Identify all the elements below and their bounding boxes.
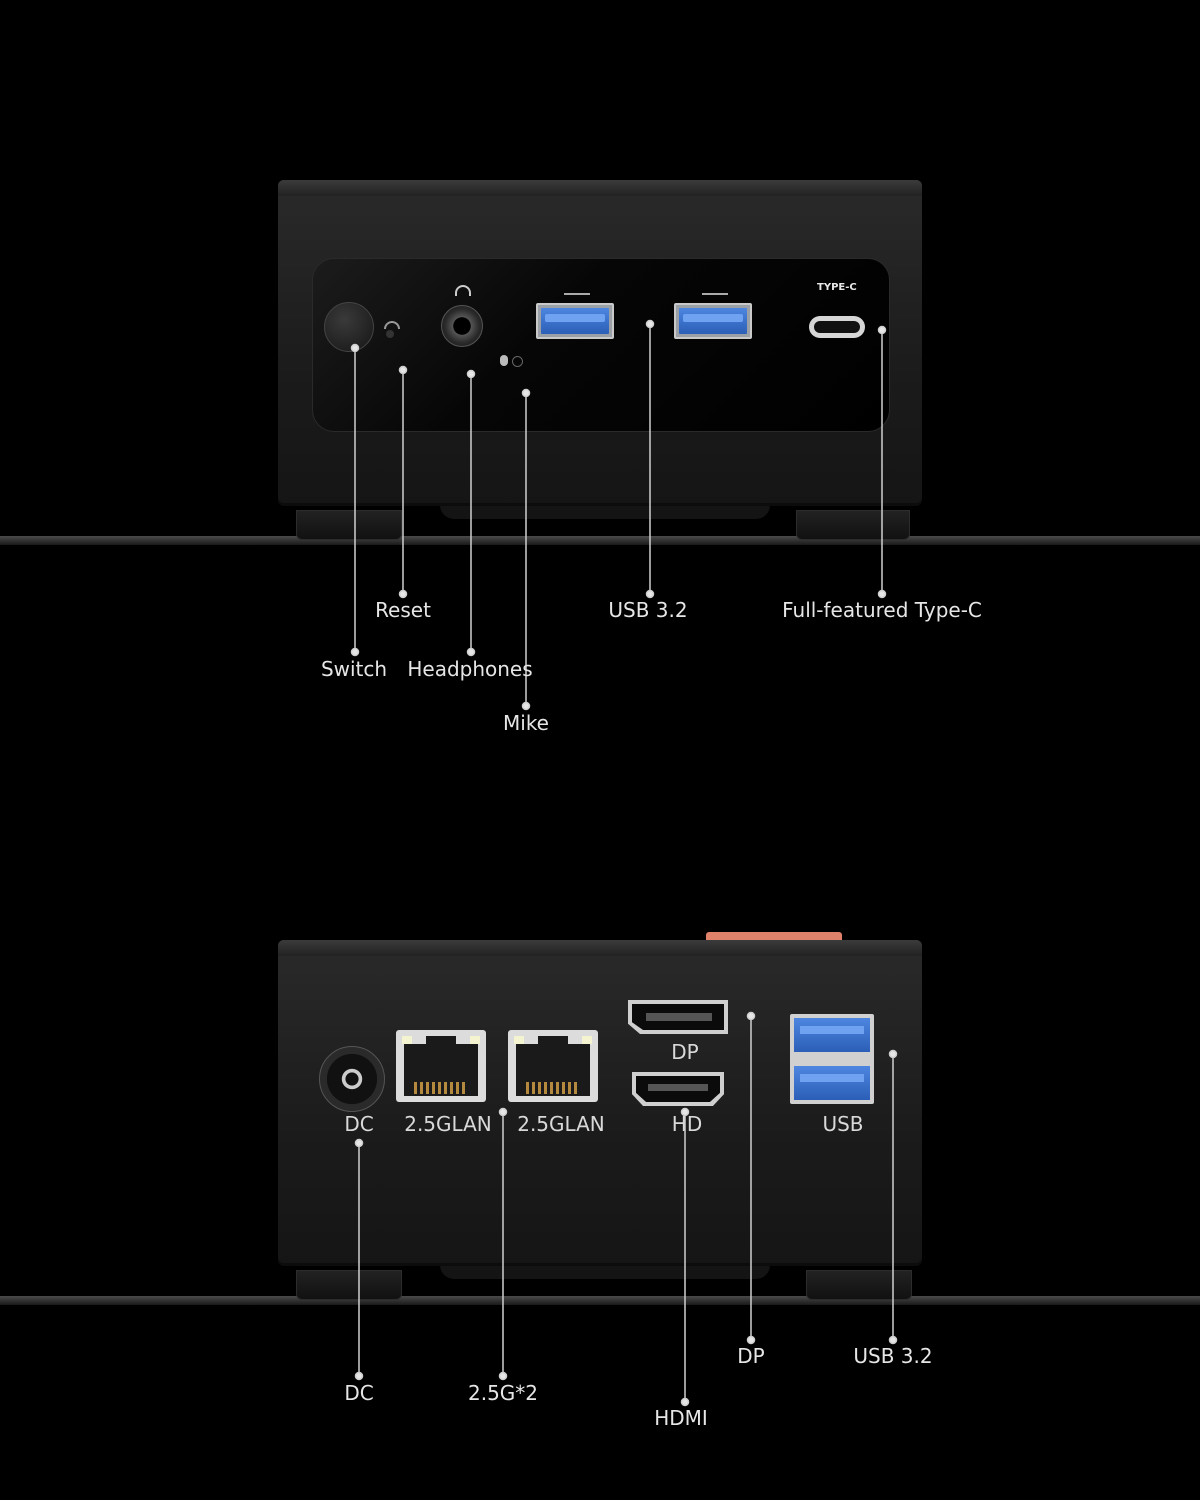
- usb32-rear-callout: USB 3.2: [853, 1344, 933, 1368]
- lan-callout: 2.5G*2: [467, 1381, 539, 1405]
- mike-callout: Mike: [503, 711, 549, 735]
- power-button[interactable]: [324, 302, 374, 352]
- mic-pinhole[interactable]: [512, 356, 523, 367]
- rear-right-foot: [806, 1270, 912, 1300]
- rear-usb-port-2[interactable]: [794, 1066, 870, 1100]
- mic-icon: [500, 355, 508, 366]
- headphone-jack[interactable]: [441, 305, 483, 347]
- front-shelf-line: [0, 536, 1200, 545]
- front-usb-port-1[interactable]: [536, 303, 614, 339]
- ss-usb-logo-icon: [702, 287, 728, 295]
- rear-dp-port-label: DP: [671, 1040, 699, 1064]
- typec-callout: Full-featured Type-C: [782, 598, 982, 622]
- rear-usb-stack: [790, 1014, 874, 1104]
- front-left-foot: [296, 510, 402, 540]
- headphones-callout: Headphones: [407, 657, 533, 681]
- rear-usb-port-label: USB: [822, 1112, 864, 1136]
- front-glass-panel: [312, 258, 890, 432]
- displayport-contacts: [646, 1013, 712, 1021]
- headphones-icon: [455, 285, 471, 296]
- front-usb-port-2[interactable]: [674, 303, 752, 339]
- front-fan-vent: [440, 505, 770, 519]
- reset-pinhole[interactable]: [386, 330, 394, 338]
- lan-port-1[interactable]: [396, 1030, 486, 1102]
- dc-power-jack[interactable]: [319, 1046, 385, 1112]
- front-device-top-edge: [278, 180, 922, 196]
- lan-port-2[interactable]: [508, 1030, 598, 1102]
- hdmi-contacts: [648, 1084, 708, 1091]
- rear-usb-port-1-tongue: [800, 1026, 864, 1034]
- type-c-port-inner: [814, 321, 860, 333]
- rear-usb-port-1[interactable]: [794, 1018, 870, 1052]
- front-right-foot: [796, 510, 910, 540]
- usb32-front-callout: USB 3.2: [608, 598, 688, 622]
- displayport-port[interactable]: [628, 1000, 728, 1034]
- rear-hd-port-label: HD: [671, 1112, 703, 1136]
- rear-lan2-port-label: 2.5GLAN: [517, 1112, 605, 1136]
- type-c-port[interactable]: [809, 316, 865, 338]
- reset-callout: Reset: [375, 598, 431, 622]
- rear-fan-vent: [440, 1265, 770, 1279]
- dp-callout: DP: [737, 1344, 765, 1368]
- rear-device-top-edge: [278, 940, 922, 956]
- dc-callout: DC: [344, 1381, 374, 1405]
- rear-lan1-port-label: 2.5GLAN: [404, 1112, 492, 1136]
- switch-callout: Switch: [320, 657, 388, 681]
- hdmi-port[interactable]: [632, 1072, 724, 1106]
- hdmi-callout: HDMI: [654, 1406, 708, 1430]
- rear-shelf-line: [0, 1296, 1200, 1305]
- rear-usb-port-2-tongue: [800, 1074, 864, 1082]
- ss-usb-logo-icon: [564, 287, 590, 295]
- rear-left-foot: [296, 1270, 402, 1300]
- rear-dc-port-label: DC: [344, 1112, 374, 1136]
- reset-icon: [384, 321, 400, 329]
- type-c-label: TYPE-C: [817, 282, 857, 293]
